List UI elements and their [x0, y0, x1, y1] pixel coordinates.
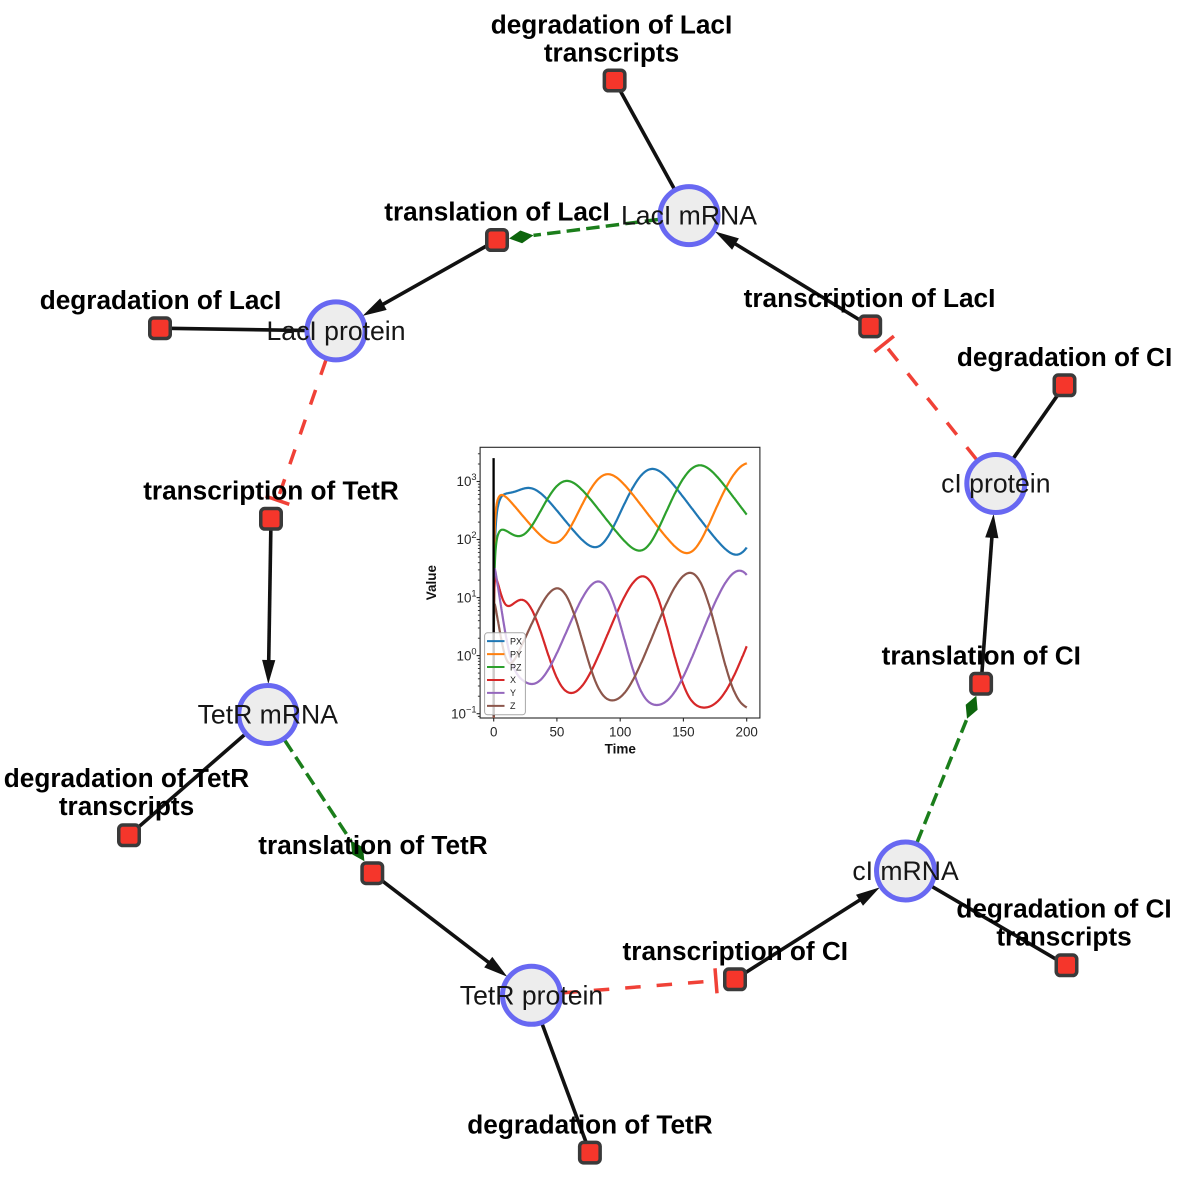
svg-text:degradation of CI: degradation of CI — [956, 893, 1171, 923]
svg-text:0: 0 — [490, 725, 497, 740]
svg-text:50: 50 — [549, 725, 564, 740]
svg-text:200: 200 — [736, 725, 758, 740]
svg-text:transcription of LacI: transcription of LacI — [744, 283, 996, 313]
svg-text:translation of LacI: translation of LacI — [384, 197, 610, 227]
svg-text:150: 150 — [672, 725, 694, 740]
svg-text:Time: Time — [605, 742, 637, 757]
svg-text:Z: Z — [510, 701, 516, 711]
svg-text:degradation of TetR: degradation of TetR — [467, 1109, 712, 1139]
svg-text:PZ: PZ — [510, 662, 522, 672]
svg-text:degradation of LacI: degradation of LacI — [40, 285, 282, 315]
svg-text:TetR protein: TetR protein — [460, 980, 603, 1010]
svg-text:100: 100 — [609, 725, 631, 740]
svg-text:degradation of CI: degradation of CI — [957, 342, 1172, 372]
svg-text:translation of CI: translation of CI — [882, 641, 1081, 671]
svg-text:TetR mRNA: TetR mRNA — [198, 700, 339, 730]
svg-text:X: X — [510, 675, 516, 685]
svg-text:cI mRNA: cI mRNA — [852, 856, 959, 886]
svg-text:LacI protein: LacI protein — [267, 316, 406, 346]
svg-text:LacI mRNA: LacI mRNA — [621, 201, 757, 231]
svg-text:transcripts: transcripts — [544, 37, 679, 67]
svg-text:degradation of LacI: degradation of LacI — [491, 9, 733, 39]
svg-text:transcription of TetR: transcription of TetR — [143, 476, 399, 506]
svg-text:cI protein: cI protein — [941, 469, 1050, 499]
svg-text:Value: Value — [424, 564, 439, 600]
svg-text:Y: Y — [510, 688, 516, 698]
svg-text:transcription of CI: transcription of CI — [623, 936, 849, 966]
svg-text:transcripts: transcripts — [59, 791, 194, 821]
svg-text:degradation of TetR: degradation of TetR — [4, 763, 249, 793]
svg-text:transcripts: transcripts — [996, 921, 1131, 951]
svg-text:translation of TetR: translation of TetR — [258, 830, 487, 860]
svg-text:PX: PX — [510, 636, 522, 646]
svg-text:PY: PY — [510, 649, 522, 659]
